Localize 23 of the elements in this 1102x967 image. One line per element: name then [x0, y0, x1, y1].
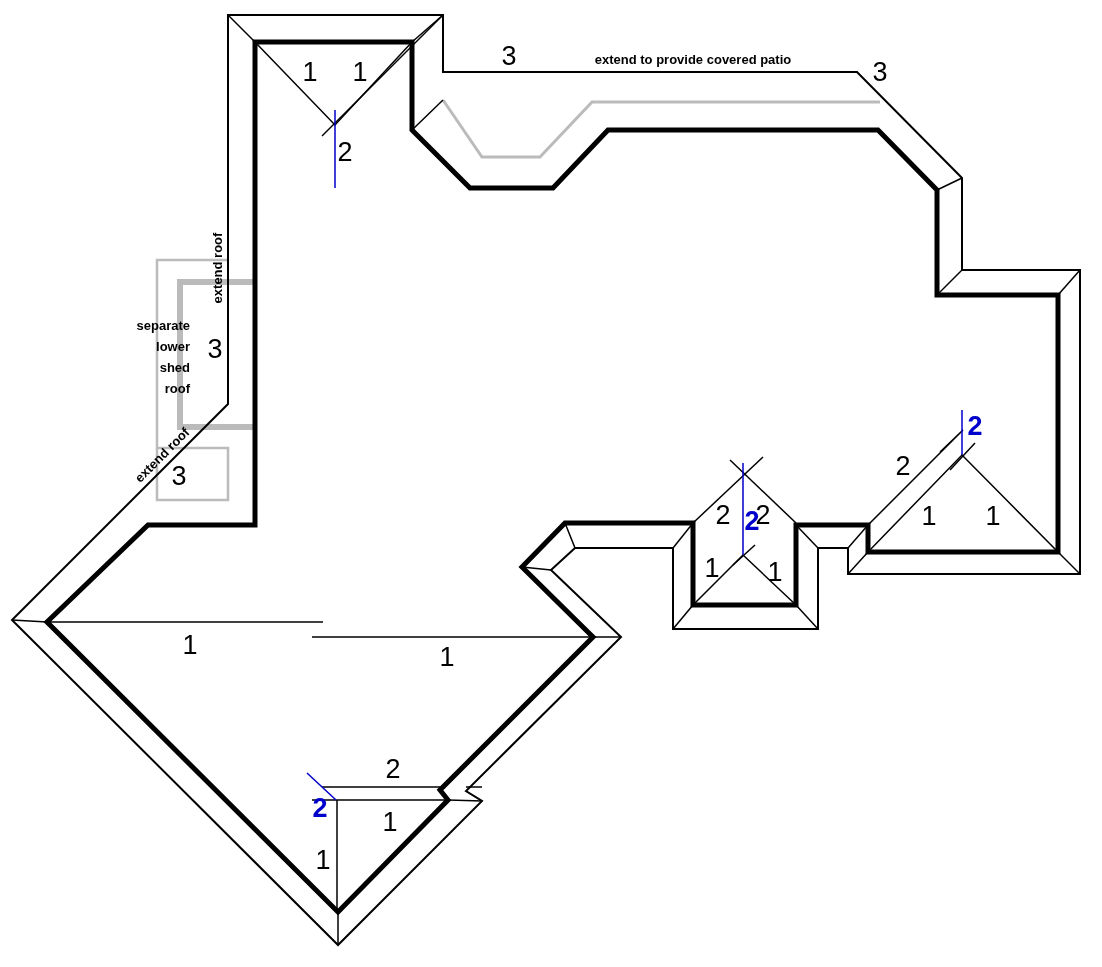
- slope-number: 3: [171, 462, 187, 490]
- slope-number: 2: [337, 138, 353, 166]
- slope-number: 1: [302, 58, 318, 86]
- slope-number: 3: [207, 335, 223, 363]
- slope-number: 1: [315, 846, 331, 874]
- slope-number: 2: [967, 412, 983, 440]
- slope-number: 3: [872, 58, 888, 86]
- slope-number: 1: [767, 558, 783, 586]
- slope-number: 1: [352, 58, 368, 86]
- slope-number: 2: [895, 452, 911, 480]
- slope-number: 1: [382, 808, 398, 836]
- roof-note: separate lower shed roof: [135, 317, 190, 398]
- slope-number: 2: [715, 501, 731, 529]
- roof-note: extend to provide covered patio: [594, 52, 792, 66]
- slope-number: 1: [704, 554, 720, 582]
- slope-number: 2: [385, 755, 401, 783]
- slope-number: 1: [921, 502, 937, 530]
- roof-note: extend roof: [210, 232, 224, 304]
- slope-number: 1: [985, 502, 1001, 530]
- slope-number: 2: [312, 794, 328, 822]
- slope-number: 3: [501, 42, 517, 70]
- slope-number: 1: [439, 643, 455, 671]
- slope-number: 1: [182, 631, 198, 659]
